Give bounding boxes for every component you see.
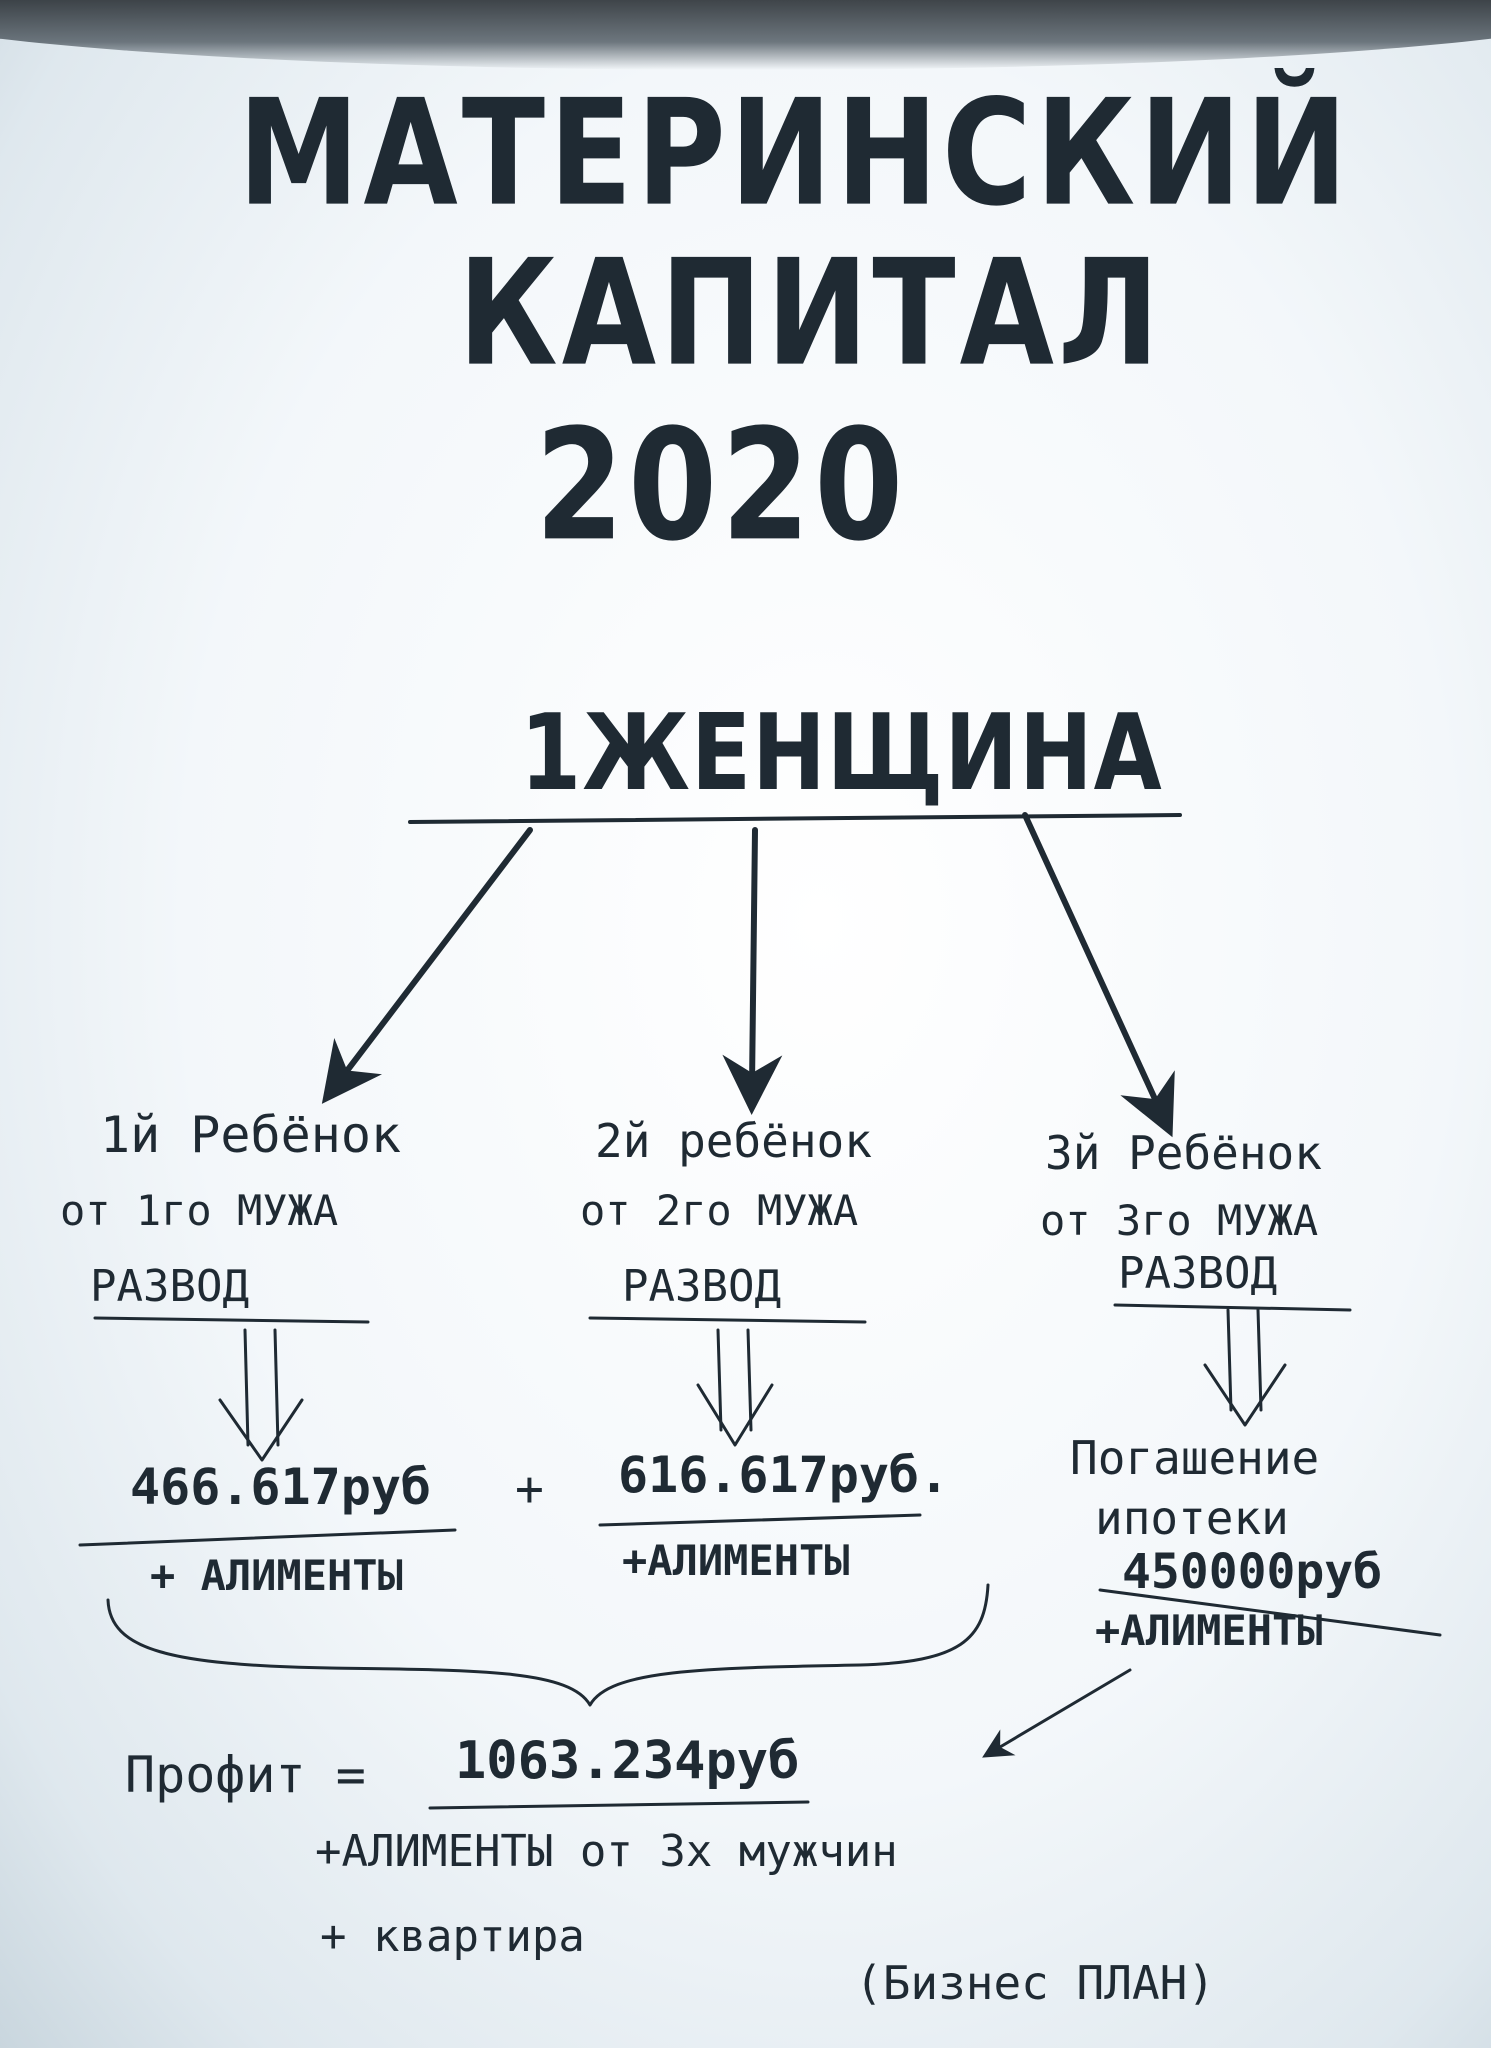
amount-2-underline	[598, 1513, 922, 1527]
arrow-branch3-to-result	[982, 1668, 1132, 1758]
branch-2-event: РАЗВОД	[622, 1261, 781, 1312]
branch-2-extra: +АЛИМЕНТЫ	[622, 1536, 850, 1585]
branch-3-extra: +АЛИМЕНТЫ	[1095, 1606, 1323, 1655]
branch-1-underline	[93, 1316, 370, 1324]
branch-2-father: от 2го МУЖА	[580, 1186, 859, 1235]
amount-3-underline	[1098, 1588, 1442, 1637]
result-label: Профит =	[125, 1746, 366, 1804]
branch-2-amount: 616.617руб.	[618, 1446, 950, 1504]
title-line-1: МАТЕРИНСКИЙ	[238, 68, 1352, 239]
title-line-2: КАПИТАЛ	[458, 228, 1164, 399]
implies-arrow-1	[218, 1328, 304, 1462]
branch-3-purpose-line-2: ипотеки	[1095, 1491, 1289, 1545]
branch-3-underline	[1113, 1303, 1352, 1312]
implies-arrow-2	[696, 1328, 774, 1447]
root-label: 1ЖЕНЩИНА	[520, 690, 1163, 814]
result-note-2: + квартира	[320, 1911, 585, 1962]
branch-3-event: РАЗВОД	[1118, 1248, 1277, 1299]
branch-1-father: от 1го МУЖА	[60, 1186, 339, 1235]
root-underline	[408, 813, 1182, 824]
arrow-to-branch-1	[321, 827, 533, 1104]
branch-3-father: от 3го МУЖА	[1040, 1196, 1319, 1245]
result-amount: 1063.234руб	[455, 1731, 800, 1791]
result-note-1: +АЛИМЕНТЫ от 3х мужчин	[315, 1826, 898, 1877]
branch-3-purpose-line-1: Погашение	[1070, 1431, 1320, 1485]
amount-1-underline	[78, 1528, 457, 1547]
sum-brace	[106, 1583, 990, 1707]
branch-1-amount: 466.617руб	[130, 1458, 432, 1516]
branch-1-child: 1й Ребёнок	[100, 1106, 402, 1164]
result-underline	[428, 1800, 810, 1810]
branch-3-amount: 450000руб	[1122, 1544, 1383, 1600]
implies-arrow-3	[1203, 1308, 1287, 1427]
branch-2-underline	[588, 1316, 867, 1324]
result-tag: (Бизнес ПЛАН)	[855, 1956, 1216, 2010]
title-year: 2020	[535, 396, 908, 576]
plus-sign: +	[515, 1461, 544, 1517]
branch-2-child: 2й ребёнок	[595, 1114, 872, 1168]
branch-1-extra: + АЛИМЕНТЫ	[150, 1551, 403, 1600]
branch-1-event: РАЗВОД	[90, 1261, 249, 1312]
arrow-to-branch-2	[722, 827, 783, 1115]
branch-3-child: 3й Ребёнок	[1045, 1126, 1322, 1180]
arrow-to-branch-3	[1022, 812, 1175, 1138]
